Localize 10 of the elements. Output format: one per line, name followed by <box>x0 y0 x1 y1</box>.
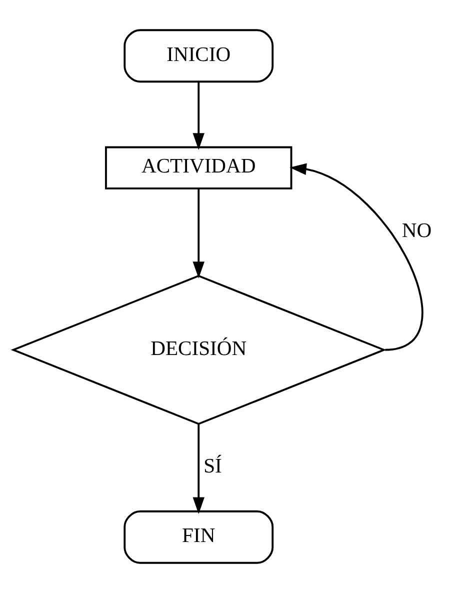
arrow <box>192 424 204 514</box>
arrow <box>192 82 204 150</box>
arrow <box>192 188 204 278</box>
node-box: INICIO <box>124 29 274 83</box>
arrow <box>290 163 424 351</box>
edge-label: NO <box>402 220 432 242</box>
node-box: FIN <box>124 510 274 564</box>
node-box: ACTIVIDAD <box>105 146 292 190</box>
node-diamond: DECISIÓN <box>10 274 387 425</box>
edge-label: SÍ <box>204 456 222 478</box>
